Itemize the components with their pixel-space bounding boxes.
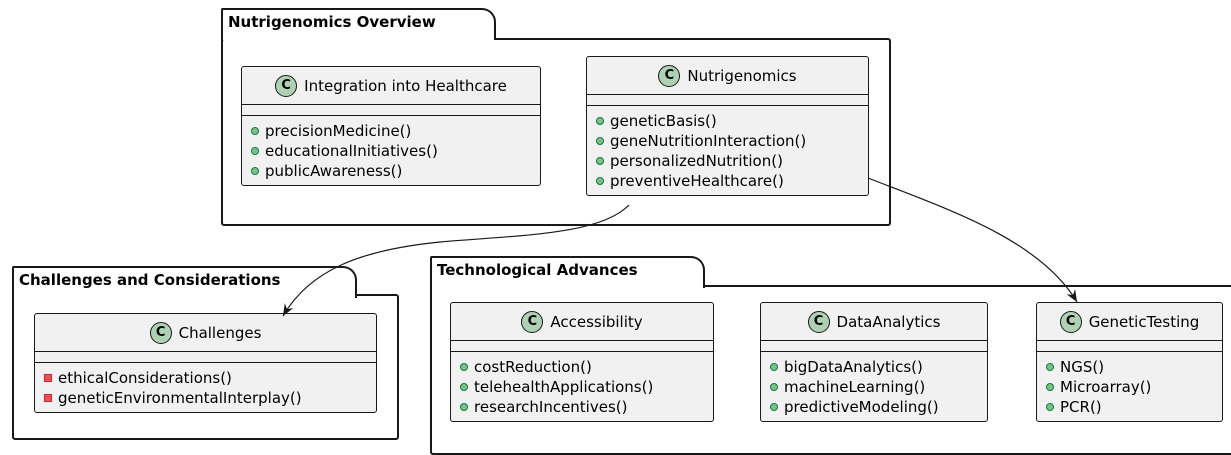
- operation: geneticEnvironmentalInterplay(): [44, 388, 370, 408]
- public-visibility-icon: [1046, 383, 1054, 391]
- class-name: DataAnalytics: [836, 312, 941, 331]
- public-visibility-icon: [770, 403, 778, 411]
- package-tab-nutrigenomics-overview: Nutrigenomics Overview: [221, 8, 496, 40]
- operation-label: educationalInitiatives(): [265, 142, 438, 160]
- public-visibility-icon: [460, 383, 468, 391]
- attributes-compartment: [761, 340, 987, 351]
- operation: geneNutritionInteraction(): [596, 131, 862, 151]
- operation-label: preventiveHealthcare(): [610, 172, 784, 190]
- class-nutrigenomics[interactable]: C Nutrigenomics geneticBasis() geneNutri…: [586, 56, 869, 196]
- operation: Microarray(): [1046, 377, 1216, 397]
- operation: precisionMedicine(): [251, 121, 534, 141]
- operation-label: geneticEnvironmentalInterplay(): [58, 389, 302, 407]
- attributes-compartment: [587, 94, 868, 105]
- operations-compartment: costReduction() telehealthApplications()…: [451, 351, 713, 421]
- class-integration-into-healthcare[interactable]: C Integration into Healthcare precisionM…: [241, 66, 541, 186]
- operation: geneticBasis(): [596, 111, 862, 131]
- operation: educationalInitiatives(): [251, 141, 534, 161]
- operation-label: predictiveModeling(): [784, 398, 939, 416]
- operations-compartment: geneticBasis() geneNutritionInteraction(…: [587, 105, 868, 195]
- operation: predictiveModeling(): [770, 397, 981, 417]
- operation: researchIncentives(): [460, 397, 707, 417]
- class-name: Accessibility: [550, 312, 643, 331]
- public-visibility-icon: [251, 127, 259, 135]
- operation-label: PCR(): [1060, 398, 1102, 416]
- relation-nutrigenomics-to-genetictesting: [867, 177, 1078, 303]
- class-c-icon: C: [521, 310, 544, 333]
- public-visibility-icon: [770, 383, 778, 391]
- class-c-icon: C: [149, 321, 172, 344]
- operation-label: costReduction(): [474, 358, 592, 376]
- class-header: C DataAnalytics: [761, 303, 987, 340]
- package-tab-technological-advances: Technological Advances: [430, 256, 705, 288]
- class-c-icon: C: [275, 74, 298, 97]
- operation-label: researchIncentives(): [474, 398, 628, 416]
- operation-label: machineLearning(): [784, 378, 926, 396]
- operation: NGS(): [1046, 357, 1216, 377]
- class-c-icon: C: [658, 64, 681, 87]
- public-visibility-icon: [1046, 403, 1054, 411]
- operation-label: bigDataAnalytics(): [784, 358, 923, 376]
- operation: ethicalConsiderations(): [44, 368, 370, 388]
- class-name: Integration into Healthcare: [304, 76, 507, 95]
- operations-compartment: ethicalConsiderations() geneticEnvironme…: [35, 362, 376, 412]
- operation-label: precisionMedicine(): [265, 122, 412, 140]
- attributes-compartment: [1037, 340, 1222, 351]
- operation-label: ethicalConsiderations(): [58, 369, 232, 387]
- class-header: C Challenges: [35, 314, 376, 351]
- class-dataanalytics[interactable]: C DataAnalytics bigDataAnalytics() machi…: [760, 302, 988, 422]
- operation-label: geneticBasis(): [610, 112, 717, 130]
- class-header: C Accessibility: [451, 303, 713, 340]
- class-header: C GeneticTesting: [1037, 303, 1222, 340]
- package-tab-challenges-and-considerations: Challenges and Considerations: [12, 266, 357, 298]
- operation-label: NGS(): [1060, 358, 1105, 376]
- private-visibility-icon: [44, 374, 52, 382]
- operation-label: Microarray(): [1060, 378, 1152, 396]
- operation: personalizedNutrition(): [596, 151, 862, 171]
- operation-label: geneNutritionInteraction(): [610, 132, 807, 150]
- operation: preventiveHealthcare(): [596, 171, 862, 191]
- class-header: C Integration into Healthcare: [242, 67, 540, 104]
- attributes-compartment: [451, 340, 713, 351]
- class-genetictesting[interactable]: C GeneticTesting NGS() Microarray() PCR(…: [1036, 302, 1223, 422]
- public-visibility-icon: [460, 403, 468, 411]
- public-visibility-icon: [251, 147, 259, 155]
- public-visibility-icon: [596, 137, 604, 145]
- operation-label: personalizedNutrition(): [610, 152, 783, 170]
- class-header: C Nutrigenomics: [587, 57, 868, 94]
- operation: bigDataAnalytics(): [770, 357, 981, 377]
- class-name: Nutrigenomics: [687, 66, 797, 85]
- public-visibility-icon: [251, 167, 259, 175]
- operation: machineLearning(): [770, 377, 981, 397]
- class-c-icon: C: [807, 310, 830, 333]
- public-visibility-icon: [596, 117, 604, 125]
- operation: PCR(): [1046, 397, 1216, 417]
- operation-label: telehealthApplications(): [474, 378, 654, 396]
- private-visibility-icon: [44, 394, 52, 402]
- public-visibility-icon: [770, 363, 778, 371]
- operation-label: publicAwareness(): [265, 162, 403, 180]
- class-name: Challenges: [178, 323, 262, 342]
- class-challenges[interactable]: C Challenges ethicalConsiderations() gen…: [34, 313, 377, 413]
- operations-compartment: bigDataAnalytics() machineLearning() pre…: [761, 351, 987, 421]
- public-visibility-icon: [460, 363, 468, 371]
- attributes-compartment: [35, 351, 376, 362]
- operation: costReduction(): [460, 357, 707, 377]
- class-c-icon: C: [1059, 310, 1082, 333]
- attributes-compartment: [242, 104, 540, 115]
- operation: telehealthApplications(): [460, 377, 707, 397]
- class-accessibility[interactable]: C Accessibility costReduction() teleheal…: [450, 302, 714, 422]
- public-visibility-icon: [1046, 363, 1054, 371]
- operation: publicAwareness(): [251, 161, 534, 181]
- operations-compartment: NGS() Microarray() PCR(): [1037, 351, 1222, 421]
- operations-compartment: precisionMedicine() educationalInitiativ…: [242, 115, 540, 185]
- public-visibility-icon: [596, 157, 604, 165]
- public-visibility-icon: [596, 177, 604, 185]
- class-name: GeneticTesting: [1088, 312, 1200, 331]
